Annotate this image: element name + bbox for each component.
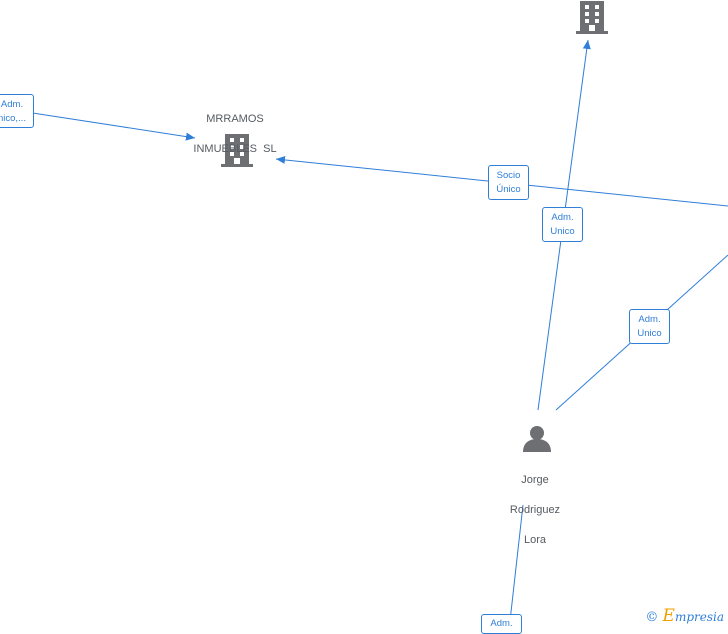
role-badge-line1: Adm. bbox=[0, 99, 24, 110]
role-badge-adm-unico-top[interactable]: Adm. Unico bbox=[542, 207, 583, 242]
role-badge-adm-bottom[interactable]: Adm. bbox=[481, 614, 522, 634]
person-name-line1: Jorge bbox=[521, 474, 549, 486]
building-icon[interactable] bbox=[221, 134, 253, 167]
role-badge-line2: Unico bbox=[637, 328, 662, 339]
building-icon[interactable] bbox=[576, 1, 608, 34]
person-icon[interactable] bbox=[523, 426, 551, 452]
role-badge-line1: Adm. bbox=[490, 618, 513, 629]
person-name-jorge[interactable]: Jorge Rodriguez Lora bbox=[490, 458, 580, 548]
role-badge-line2: nico,... bbox=[0, 113, 26, 124]
watermark-logo-text: mpresia bbox=[674, 610, 724, 624]
company-name-mrramos[interactable]: MRRAMOS INMUEBLES SL bbox=[175, 97, 295, 157]
person-name-line2: Rodriguez bbox=[509, 504, 561, 516]
role-badge-line2: Unico bbox=[550, 226, 575, 237]
copyright-symbol: © bbox=[645, 610, 659, 625]
company-name-line2: INMUEBLES SL bbox=[193, 143, 277, 155]
edge-jorge-to-bottom bbox=[508, 504, 524, 630]
role-badge-line1: Adm. bbox=[638, 314, 661, 325]
company-name-line1: MRRAMOS bbox=[206, 113, 264, 125]
role-badge-left-adm[interactable]: Adm. nico,... bbox=[0, 94, 34, 128]
role-badge-adm-unico-right[interactable]: Adm. Unico bbox=[629, 309, 670, 344]
role-badge-line1: Socio bbox=[496, 170, 521, 181]
person-name-line3: Lora bbox=[523, 534, 547, 546]
watermark-logo-e: E bbox=[662, 606, 675, 626]
role-badge-line2: Único bbox=[496, 184, 521, 195]
empresia-watermark: © Empresia bbox=[645, 606, 724, 626]
role-badge-line1: Adm. bbox=[551, 212, 574, 223]
role-badge-socio-unico[interactable]: Socio Único bbox=[488, 165, 529, 200]
